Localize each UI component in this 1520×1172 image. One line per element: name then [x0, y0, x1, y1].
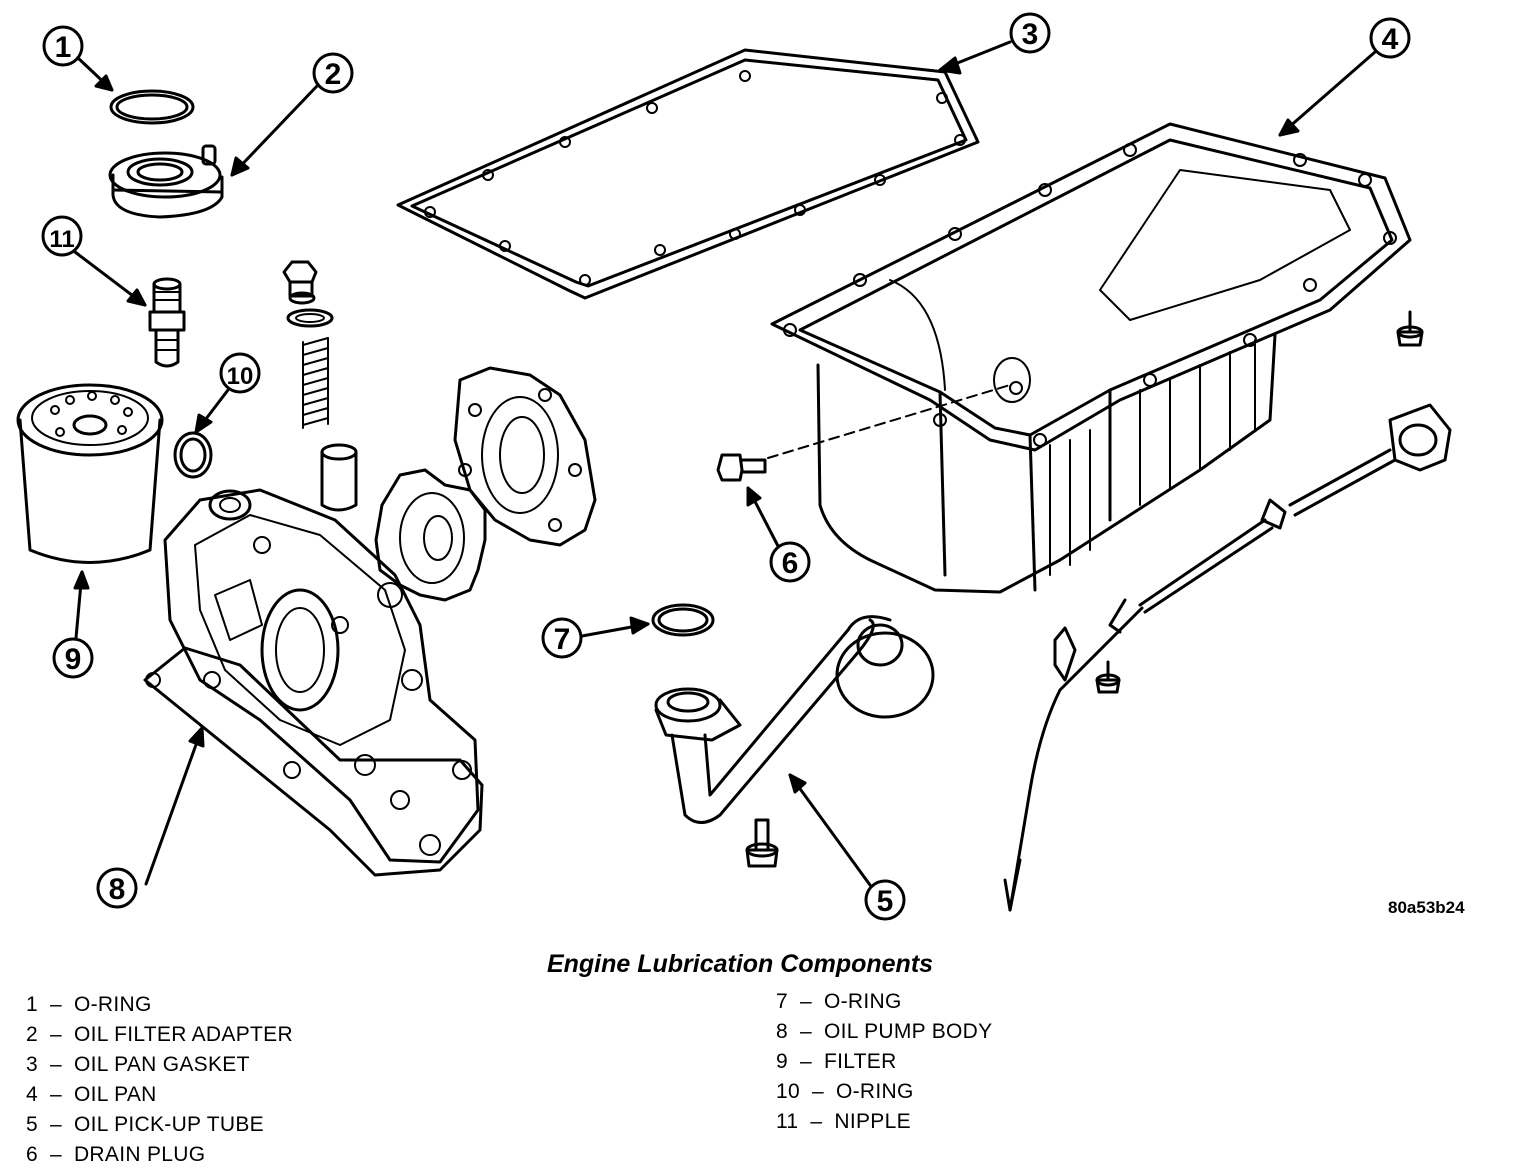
o-ring-part [651, 603, 715, 637]
figure-caption: Engine Lubrication Components [546, 950, 934, 978]
legend-dash: – [810, 1110, 823, 1133]
legend-number: 11 [776, 1110, 799, 1133]
legend-number: 4 [26, 1083, 38, 1106]
legend-label: O-RING [823, 990, 902, 1013]
callout-4: 4 [1278, 17, 1411, 137]
legend-item: 4–OIL PAN [26, 1080, 293, 1110]
nipple-part [148, 277, 186, 368]
legend-dash: – [49, 993, 62, 1016]
legend-label: OIL PAN [73, 1083, 157, 1106]
legend-number: 1 [26, 993, 38, 1016]
legend-dash: – [49, 1113, 62, 1136]
oil-filter-adapter-part [108, 144, 224, 219]
legend-number: 10 [776, 1080, 800, 1103]
legend-item: 11–NIPPLE [776, 1107, 992, 1137]
bolt-part [1095, 660, 1121, 694]
callout-1: 1 [42, 25, 114, 92]
callout-label: 1 [55, 31, 72, 64]
oil-pump-body-part [143, 488, 484, 877]
legend-number: 3 [26, 1053, 38, 1076]
legend-dash: – [799, 1020, 812, 1043]
callout-label: 10 [227, 363, 254, 390]
legend-label: O-RING [835, 1080, 914, 1103]
legend-label: NIPPLE [834, 1110, 911, 1133]
legend-item: 7–O-RING [776, 987, 992, 1017]
callout-3: 3 [938, 12, 1051, 75]
legend-right: 7–O-RING 8–OIL PUMP BODY 9–FILTER 10–O-R… [776, 987, 992, 1137]
legend-item: 6–DRAIN PLUG [26, 1140, 293, 1170]
callout-label: 4 [1382, 23, 1399, 56]
oil-pump-cover-part [453, 366, 597, 547]
callout-label: 5 [877, 885, 894, 918]
oil-pan-gasket-part [396, 48, 980, 300]
oil-filter-part [16, 383, 164, 564]
exploded-parts-drawing: 1 2 3 4 5 6 7 8 [16, 12, 1452, 921]
callout-label: 11 [49, 226, 74, 253]
callout-11: 11 [41, 215, 147, 307]
oil-pump-rotor-part [374, 468, 487, 602]
callout-9: 9 [52, 570, 94, 679]
figure-id: 80a53b24 [1388, 898, 1465, 917]
legend-dash: – [49, 1023, 62, 1046]
legend-item: 3–OIL PAN GASKET [26, 1050, 293, 1080]
callout-7: 7 [541, 616, 650, 659]
legend-dash: – [49, 1053, 62, 1076]
callout-label: 6 [782, 547, 799, 580]
legend-label: FILTER [823, 1050, 897, 1073]
legend-item: 2–OIL FILTER ADAPTER [26, 1020, 293, 1050]
callout-label: 7 [554, 623, 571, 656]
legend-label: OIL FILTER ADAPTER [73, 1023, 293, 1046]
callout-10: 10 [194, 352, 261, 434]
legend-number: 7 [776, 990, 788, 1013]
dipstick-part [1003, 403, 1452, 912]
oil-pick-up-tube-part [654, 615, 935, 824]
oil-pan-part [770, 122, 1412, 594]
legend-number: 8 [776, 1020, 788, 1043]
bolt-part [1396, 310, 1424, 347]
legend-dash: – [799, 990, 812, 1013]
callout-label: 9 [65, 643, 82, 676]
legend-label: OIL PICK-UP TUBE [73, 1113, 264, 1136]
callout-5: 5 [788, 773, 906, 921]
legend-item: 8–OIL PUMP BODY [776, 1017, 992, 1047]
legend-dash: – [49, 1083, 62, 1106]
bolt-part [745, 818, 779, 868]
o-ring-part [109, 89, 195, 125]
legend-item: 9–FILTER [776, 1047, 992, 1077]
legend-label: DRAIN PLUG [73, 1143, 206, 1166]
callout-label: 3 [1022, 18, 1039, 51]
legend-item: 1–O-RING [26, 990, 293, 1020]
legend-label: O-RING [73, 993, 152, 1016]
drain-plug-part [716, 384, 1011, 482]
callout-8: 8 [96, 726, 205, 909]
relief-valve-parts [282, 260, 358, 512]
legend-item: 10–O-RING [776, 1077, 992, 1107]
legend-label: OIL PUMP BODY [823, 1020, 993, 1043]
callout-6: 6 [746, 486, 811, 583]
legend-dash: – [811, 1080, 824, 1103]
callout-2: 2 [230, 52, 354, 177]
legend-number: 2 [26, 1023, 38, 1046]
legend-number: 9 [776, 1050, 788, 1073]
legend-label: OIL PAN GASKET [73, 1053, 250, 1076]
legend-left: 1–O-RING 2–OIL FILTER ADAPTER 3–OIL PAN … [26, 990, 293, 1170]
legend-dash: – [799, 1050, 812, 1073]
callout-label: 8 [109, 873, 126, 906]
legend-dash: – [49, 1143, 62, 1166]
legend-number: 6 [26, 1143, 38, 1166]
callout-label: 2 [325, 58, 342, 91]
legend-item: 5–OIL PICK-UP TUBE [26, 1110, 293, 1140]
legend-number: 5 [26, 1113, 38, 1136]
o-ring-part [173, 431, 213, 479]
